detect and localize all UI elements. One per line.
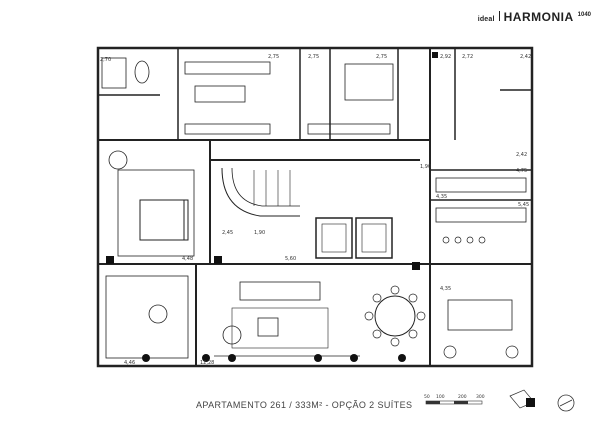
column (412, 262, 420, 270)
scale-bar-segment (454, 401, 468, 404)
toilet (134, 60, 150, 84)
scale-label: 50 (424, 394, 430, 400)
closet (307, 123, 391, 135)
dimension-label: 2,42 (520, 54, 531, 60)
dimension-label: 1,90 (254, 230, 265, 236)
dining-table (447, 299, 513, 331)
armchair (108, 150, 128, 170)
brand-prefix: ideal (477, 16, 495, 23)
dining-chair (390, 285, 400, 295)
coffee-table (257, 317, 279, 337)
staircase (231, 167, 300, 207)
rug (231, 307, 329, 349)
column (350, 354, 358, 362)
elevator-cab (321, 223, 347, 253)
dimension-label: 1,90 (420, 164, 431, 170)
bed-area (117, 169, 195, 257)
dining-chair (408, 293, 418, 303)
rug (105, 275, 189, 359)
dining-chair (364, 311, 374, 321)
dimension-label: 2,42 (516, 152, 527, 158)
stool (478, 236, 486, 244)
dimension-label: 2,72 (462, 54, 473, 60)
column (314, 354, 322, 362)
brand-separator (498, 11, 500, 21)
outer-wall (96, 46, 534, 368)
dimension-label: 2,70 (100, 57, 111, 63)
scale-label: 200 (458, 394, 467, 400)
elevator (355, 217, 393, 259)
scale-label: 100 (436, 394, 445, 400)
dimension-label: 2,75 (268, 54, 279, 60)
plant (505, 345, 519, 359)
dining-chair (372, 293, 382, 303)
counter (435, 207, 527, 223)
stool (442, 236, 450, 244)
dimension-label: 2,45 (222, 230, 233, 236)
column (214, 256, 222, 264)
dimension-label: 4,75 (516, 168, 527, 174)
bed (344, 63, 394, 101)
dimension-label: 5,60 (285, 256, 296, 262)
armchair (222, 325, 242, 345)
column (106, 256, 114, 264)
elevator (315, 217, 353, 259)
dining-chair (390, 337, 400, 347)
dimension-label: 5,45 (518, 202, 529, 208)
elevator-cab (361, 223, 387, 253)
column (142, 354, 150, 362)
dining-chair (408, 329, 418, 339)
column (398, 354, 406, 362)
dimension-label: 2,75 (308, 54, 319, 60)
island (194, 85, 246, 103)
scale-label: 300 (476, 394, 485, 400)
north-arrow-icon (557, 394, 575, 412)
brand-superscript: 1040 (577, 12, 591, 18)
plant (443, 345, 457, 359)
dimension-label: 4,35 (436, 194, 447, 200)
dining-chair (372, 329, 382, 339)
brand-name: HARMONIA (503, 10, 574, 24)
stool (466, 236, 474, 244)
scale-bar-segment (426, 401, 440, 404)
dimension-label: 4,46 (124, 360, 135, 366)
bathtub (101, 57, 127, 89)
bed (139, 199, 189, 241)
plan-caption: APARTAMENTO 261 / 333M² - OPÇÃO 2 SUÍTES (196, 400, 413, 410)
closet (184, 123, 271, 135)
counter (435, 177, 527, 193)
dimension-label: 2,75 (376, 54, 387, 60)
side-table (148, 304, 168, 324)
dimension-label: 4,48 (182, 256, 193, 262)
column (228, 354, 236, 362)
column (202, 354, 210, 362)
dining-table (374, 295, 416, 337)
scale-bar: 50 100 200 300 (424, 394, 485, 405)
stool (454, 236, 462, 244)
dining-chair (416, 311, 426, 321)
brand-logo: ideal HARMONIA 1040 (478, 10, 591, 24)
dimension-label: 12,28 (200, 360, 214, 366)
dimension-label: 4,35 (440, 286, 451, 292)
key-plan-icon (509, 389, 535, 409)
column (432, 52, 438, 58)
closet (184, 61, 271, 75)
sofa (239, 281, 321, 301)
staircase (221, 167, 300, 217)
dimension-label: 2,92 (440, 54, 451, 60)
